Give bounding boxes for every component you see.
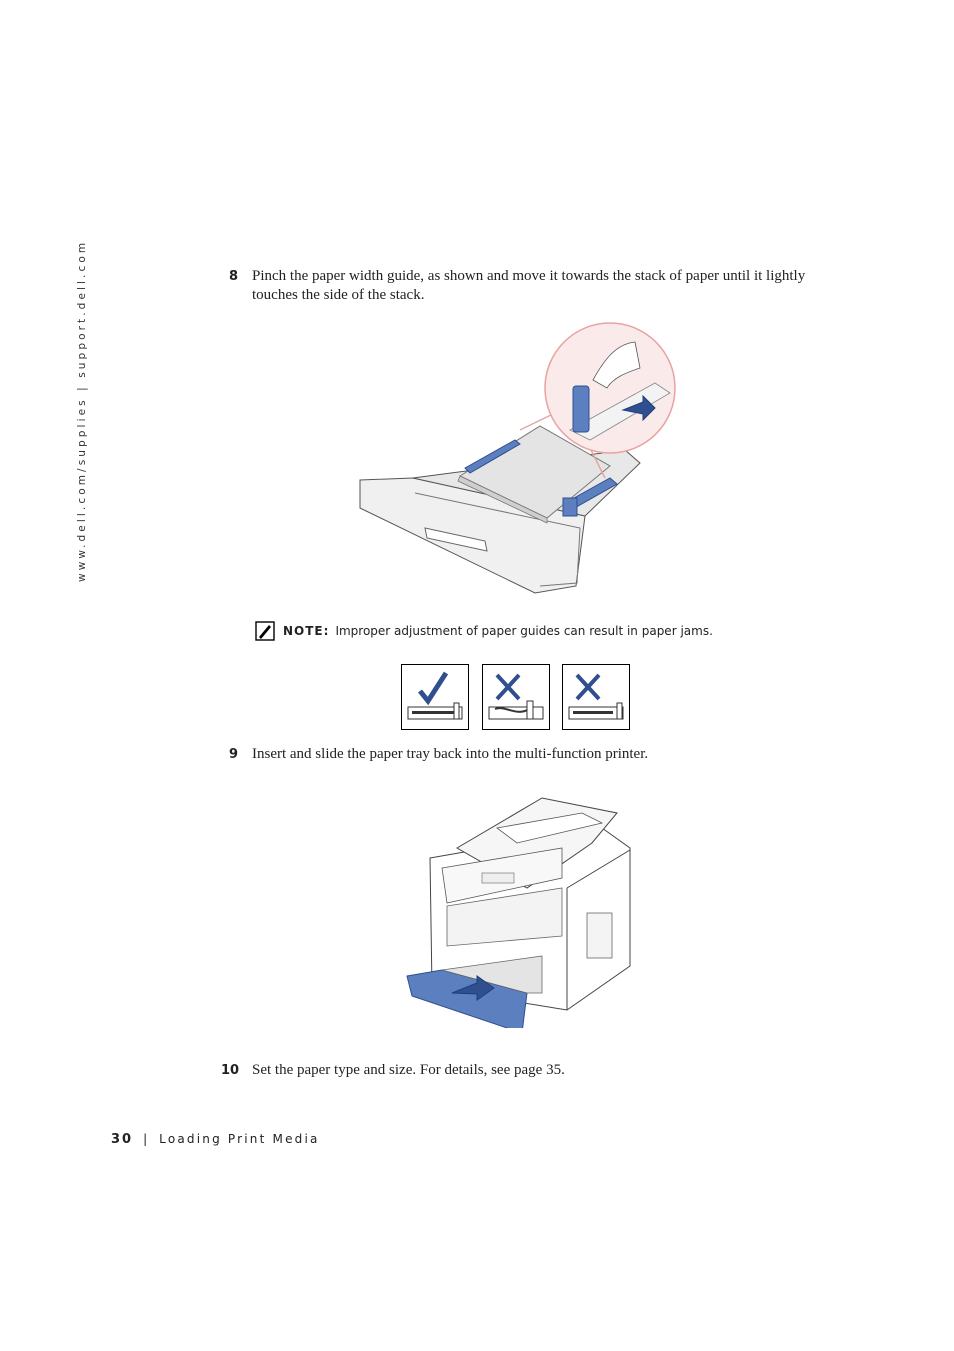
note-label: NOTE: [283,624,330,638]
paper-tray-illustration [359,322,676,594]
note-text: Improper adjustment of paper guides can … [335,624,713,638]
note: NOTE: Improper adjustment of paper guide… [255,620,713,642]
checkmark-icon [418,671,449,706]
step-8-text: Pinch the paper width guide, as shown an… [252,268,806,303]
side-url: www.dell.com/supplies | support.dell.com [76,239,88,582]
section-title: Loading Print Media [159,1132,320,1146]
pencil-note-icon [255,621,275,641]
printer-illustration [406,797,631,1028]
page-number: 30 [111,1132,134,1147]
incorrect-guide-example-1 [482,664,550,730]
step-9-text: Insert and slide the paper tray back int… [252,746,649,762]
footer-separator: | [143,1132,148,1146]
step-number-9: 9 [229,747,239,762]
incorrect-guide-example-2 [562,664,630,730]
page-footer: 30 | Loading Print Media [111,1132,320,1147]
correct-guide-example [401,664,469,730]
step-number-8: 8 [229,269,239,284]
x-mark-icon [495,673,521,701]
step-number-10: 10 [221,1063,240,1078]
step-10-text: Set the paper type and size. For details… [252,1062,565,1078]
x-mark-icon [575,673,601,701]
